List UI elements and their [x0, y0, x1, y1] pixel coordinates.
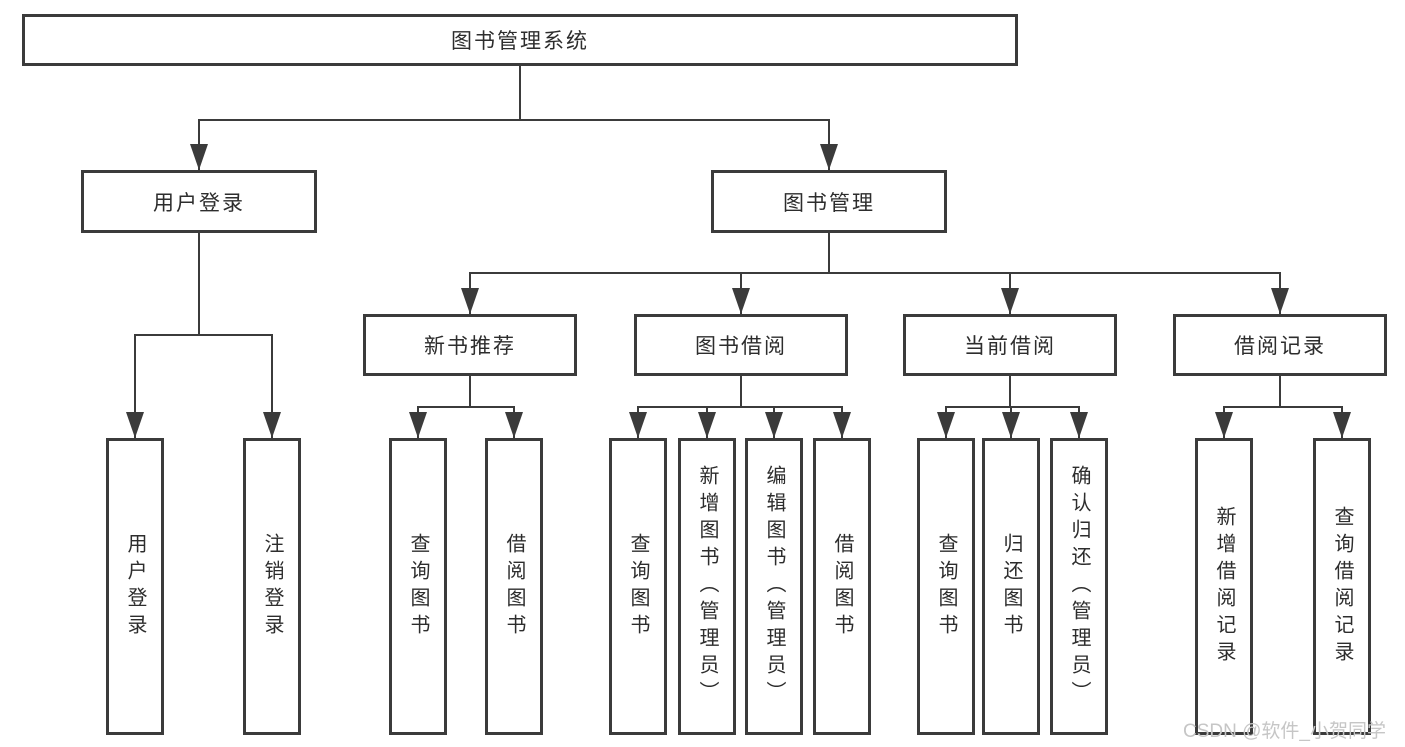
leaf-borrow-books-1: 借阅图书	[485, 438, 543, 735]
connector-hline	[134, 334, 273, 336]
node-user-login-label: 用户登录	[153, 191, 245, 215]
arrow-down-icon	[937, 412, 955, 438]
arrow-down-icon	[190, 144, 208, 170]
leaf-borrow-books-2-label: 借阅图书	[831, 532, 853, 641]
node-root-label: 图书管理系统	[451, 30, 589, 53]
node-root: 图书管理系统	[22, 14, 1018, 66]
connector-hline	[945, 406, 1080, 408]
node-current-borrow: 当前借阅	[903, 314, 1117, 376]
arrow-down-icon	[409, 412, 427, 438]
leaf-add-books-admin-label: 新增图书（管理员）	[696, 465, 718, 708]
leaf-query-books-2: 查询图书	[609, 438, 667, 735]
arrow-down-icon	[1333, 412, 1351, 438]
leaf-user-login: 用户登录	[106, 438, 164, 735]
arrow-down-icon	[461, 288, 479, 314]
csdn-watermark: CSDN @软件_小贺同学	[1183, 721, 1386, 742]
leaf-query-borrow-record-label: 查询借阅记录	[1331, 505, 1353, 668]
arrow-down-icon	[629, 412, 647, 438]
arrow-down-icon	[1070, 412, 1088, 438]
arrow-down-icon	[1001, 288, 1019, 314]
leaf-confirm-return-admin-label: 确认归还（管理员）	[1068, 465, 1090, 708]
leaf-query-books-1: 查询图书	[389, 438, 447, 735]
node-borrow-records-label: 借阅记录	[1234, 335, 1326, 358]
leaf-return-books: 归还图书	[982, 438, 1040, 735]
arrow-down-icon	[1271, 288, 1289, 314]
connector-hline	[469, 272, 1281, 274]
connector-vline	[828, 233, 830, 274]
node-current-borrow-label: 当前借阅	[964, 335, 1056, 358]
leaf-confirm-return-admin: 确认归还（管理员）	[1050, 438, 1108, 735]
connector-hline	[417, 406, 515, 408]
leaf-query-books-3: 查询图书	[917, 438, 975, 735]
leaf-logout-label: 注销登录	[261, 532, 283, 641]
leaf-logout: 注销登录	[243, 438, 301, 735]
leaf-user-login-label: 用户登录	[124, 532, 146, 641]
connector-vline	[271, 334, 273, 438]
arrow-down-icon	[1215, 412, 1233, 438]
node-book-management: 图书管理	[711, 170, 947, 233]
connector-hline	[198, 119, 830, 121]
leaf-return-books-label: 归还图书	[1000, 532, 1022, 641]
arrow-down-icon	[765, 412, 783, 438]
leaf-borrow-books-1-label: 借阅图书	[503, 532, 525, 641]
connector-hline	[637, 406, 843, 408]
leaf-edit-books-admin-label: 编辑图书（管理员）	[763, 465, 785, 708]
leaf-add-borrow-record: 新增借阅记录	[1195, 438, 1253, 735]
leaf-query-books-1-label: 查询图书	[407, 532, 429, 641]
connector-hline	[1223, 406, 1343, 408]
arrow-down-icon	[505, 412, 523, 438]
leaf-query-books-2-label: 查询图书	[627, 532, 649, 641]
connector-vline	[469, 376, 471, 407]
arrow-down-icon	[698, 412, 716, 438]
arrow-down-icon	[820, 144, 838, 170]
node-book-borrow-label: 图书借阅	[695, 335, 787, 358]
connector-vline	[740, 376, 742, 407]
connector-vline	[134, 334, 136, 438]
node-user-login: 用户登录	[81, 170, 317, 233]
connector-vline	[1279, 376, 1281, 407]
leaf-borrow-books-2: 借阅图书	[813, 438, 871, 735]
node-new-book-recommend-label: 新书推荐	[424, 335, 516, 358]
arrow-down-icon	[126, 412, 144, 438]
leaf-add-borrow-record-label: 新增借阅记录	[1213, 505, 1235, 668]
node-book-borrow: 图书借阅	[634, 314, 848, 376]
leaf-query-borrow-record: 查询借阅记录	[1313, 438, 1371, 735]
connector-vline	[198, 233, 200, 336]
arrow-down-icon	[732, 288, 750, 314]
arrow-down-icon	[1002, 412, 1020, 438]
leaf-query-books-3-label: 查询图书	[935, 532, 957, 641]
leaf-edit-books-admin: 编辑图书（管理员）	[745, 438, 803, 735]
connector-vline	[519, 66, 521, 120]
node-book-management-label: 图书管理	[783, 191, 875, 215]
arrow-down-icon	[263, 412, 281, 438]
connector-vline	[1009, 376, 1011, 407]
arrow-down-icon	[833, 412, 851, 438]
leaf-add-books-admin: 新增图书（管理员）	[678, 438, 736, 735]
node-borrow-records: 借阅记录	[1173, 314, 1387, 376]
node-new-book-recommend: 新书推荐	[363, 314, 577, 376]
